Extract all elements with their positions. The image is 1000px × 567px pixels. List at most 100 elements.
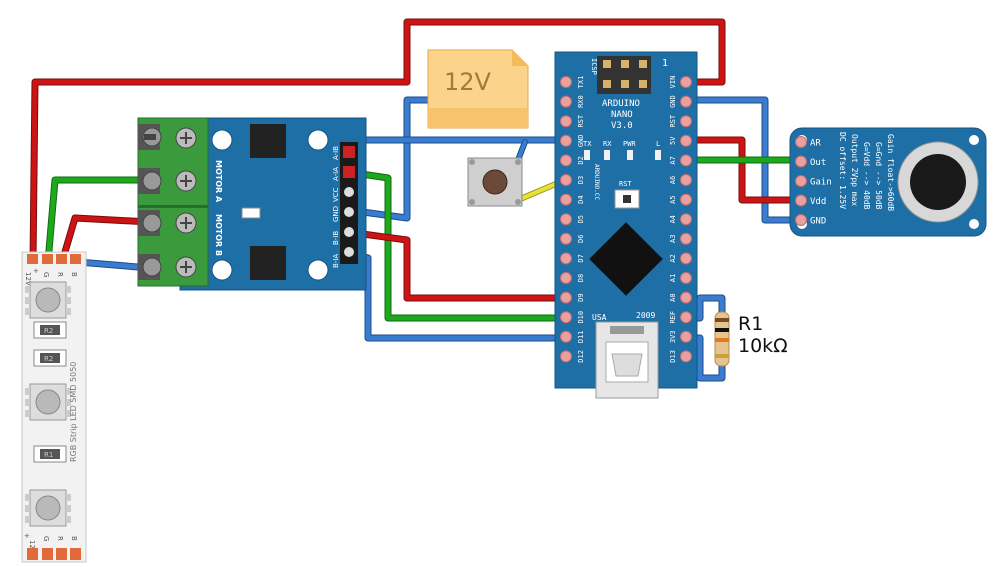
mic-note-offset: DC offset: 1.25V: [838, 132, 847, 209]
mic-pin-pad-ar[interactable]: [795, 136, 807, 148]
strip-resistor-label-a: R2: [44, 327, 53, 335]
pin-label-left-d10: D10: [577, 311, 585, 324]
wire-12v-loop: [29, 18, 726, 266]
resistor-value: 10kΩ: [738, 335, 788, 357]
pin-pad-left-d5[interactable]: [560, 213, 572, 226]
pin-pad-right-5v[interactable]: [680, 134, 692, 147]
pin-label-left-d3: D3: [577, 176, 585, 184]
strip-pads-bottom: [27, 548, 81, 560]
led-5050-1: [25, 281, 71, 319]
pin-pad-left-rx0[interactable]: [560, 95, 572, 108]
pin-pad-right-a1[interactable]: [680, 272, 692, 284]
mic-pin-pad-out[interactable]: [795, 155, 807, 168]
mic-pin-label-ar: AR: [810, 139, 821, 149]
pin-pad-right-rst[interactable]: [680, 115, 692, 128]
pin-label-right-a1: A1: [669, 274, 677, 282]
led-label-pwr: PWR: [623, 140, 636, 148]
strip-pin-r-top: R: [56, 272, 64, 277]
strip-resistor-label-r1: R1: [44, 451, 53, 459]
pin-pad-right-a4[interactable]: [680, 213, 692, 226]
pin-label-right-a7: A7: [669, 156, 677, 164]
pin-pad-left-d8[interactable]: [560, 272, 572, 284]
pin-label-left-d9: D9: [577, 293, 585, 301]
pin-label-right-a4: A4: [669, 215, 677, 223]
icsp-label: ICSP: [590, 58, 598, 75]
pin-pad-left-d2[interactable]: [560, 154, 572, 167]
microphone-capsule: [897, 141, 979, 223]
pin-label-right-a3: A3: [669, 235, 677, 243]
push-button[interactable]: [467, 157, 523, 207]
pin-pad-left-d10[interactable]: [560, 311, 572, 324]
mic-pin-label-vdd: Vdd: [810, 197, 826, 207]
pin-pad-left-gnd[interactable]: [560, 134, 572, 147]
pin-pad-left-d4[interactable]: [560, 193, 572, 206]
strip-resistor-r2-a: R2: [33, 321, 67, 339]
pin-pad-right-gnd[interactable]: [680, 95, 692, 108]
mic-pin-label-gnd: GND: [810, 217, 826, 227]
driver-pin-bib: B-IB: [332, 231, 340, 245]
pin-pad-right-a2[interactable]: [680, 252, 692, 265]
pin-label-right-a5: A5: [669, 195, 677, 203]
pin-label-left-d7: D7: [577, 254, 585, 262]
resistor-name: R1: [738, 313, 763, 335]
pin-pad-right-a3[interactable]: [680, 232, 692, 245]
pin-pad-right-d13[interactable]: [680, 350, 692, 363]
pin-pad-right-ref[interactable]: [680, 311, 692, 324]
strip-plus-top: +: [33, 267, 39, 275]
mic-pin-pad-gnd[interactable]: [795, 214, 807, 226]
pin-pad-left-d12[interactable]: [560, 350, 572, 363]
pin-label-left-d4: D4: [577, 195, 585, 203]
icsp-pin-one: 1: [662, 58, 668, 69]
pin-label-left-d2: D2: [577, 156, 585, 164]
mic-pin-label-out: Out: [810, 158, 826, 168]
reset-button[interactable]: [614, 189, 640, 209]
pin-pad-left-d6[interactable]: [560, 232, 572, 245]
pin-pad-right-a0[interactable]: [680, 291, 692, 304]
pin-pad-left-d7[interactable]: [560, 252, 572, 265]
usb-mini-connector[interactable]: [595, 321, 659, 399]
pin-label-left-d6: D6: [577, 235, 585, 243]
mic-pin-pad-vdd[interactable]: [795, 194, 807, 207]
resistor-r1: R1 10kΩ: [714, 311, 788, 367]
pin-pad-right-vin[interactable]: [680, 76, 692, 88]
strip-pin-g-top: G: [42, 272, 50, 277]
arduino-leds: TX RX PWR L: [583, 140, 661, 160]
pin-pad-right-a5[interactable]: [680, 193, 692, 206]
pin-pad-left-tx1[interactable]: [560, 76, 572, 88]
pin-pad-right-a6[interactable]: [680, 174, 692, 186]
pin-pad-left-d11[interactable]: [560, 330, 572, 343]
mic-pin-label-gain: Gain: [810, 178, 832, 188]
led-5050-3: [25, 489, 71, 527]
strip-resistor-r1: R1: [33, 445, 67, 463]
pin-pad-right-3v3[interactable]: [680, 330, 692, 343]
driver-pin-bia: B-IA: [332, 254, 340, 268]
driver-pin-gnd: GND: [332, 206, 340, 222]
wire-strip-r: [58, 214, 154, 266]
pin-pad-right-a7[interactable]: [680, 154, 692, 167]
led-5050-2: [25, 383, 71, 421]
mic-note-output: Output 2Vpp max: [850, 134, 859, 206]
mic-note-gnd: G=Gnd --> 50dB: [874, 142, 883, 210]
pin-label-right-ref: REF: [669, 311, 677, 324]
rst-button-label: RST: [619, 180, 632, 188]
pin-label-left-d8: D8: [577, 274, 585, 282]
wire-strip-g: [44, 176, 154, 266]
power-source-12v: 12V: [427, 49, 529, 129]
strip-plus-bottom: +: [24, 532, 30, 540]
pin-pad-left-d3[interactable]: [560, 174, 572, 186]
mic-notes: Gain float->60dB G=Gnd --> 50dB G=Vdd --…: [838, 132, 895, 211]
pin-label-left-d11: D11: [577, 330, 585, 343]
pin-label-right-a0: A0: [669, 293, 677, 301]
pin-pad-left-d9[interactable]: [560, 291, 572, 304]
strip-pads-top: [27, 254, 81, 264]
mic-pin-pad-gain[interactable]: [795, 175, 807, 187]
motor-b-label: MOTOR B: [214, 214, 223, 256]
pin-label-left-rst: RST: [577, 114, 585, 127]
pin-label-right-a6: A6: [669, 176, 677, 184]
motor-a-label: MOTOR A: [214, 160, 223, 203]
mic-note-gain-float: Gain float->60dB: [886, 134, 895, 211]
pin-pad-left-rst[interactable]: [560, 115, 572, 128]
